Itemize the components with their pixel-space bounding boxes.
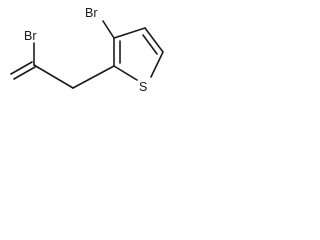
ring-c5-s-bond [150,51,164,78]
terminal-double-bond-a [10,61,33,75]
ring-c3-br-bond [102,20,115,39]
ring-c2-s-bond [113,65,138,81]
ring-c4-c5-inner-bond [142,34,158,55]
vinyl-to-ch2-bond [33,64,74,89]
sulfur-label: S [139,80,147,94]
ch2-to-ring-bond [72,65,115,89]
vinyl-bromine-label: Br [24,29,37,43]
ring-bromine-label: Br [85,6,98,20]
ring-c4-c5-bond [144,27,164,53]
terminal-double-bond-b [13,66,36,80]
molecule-structure: Br Br S [10,6,164,94]
ring-c3-c4-bond [113,27,146,39]
